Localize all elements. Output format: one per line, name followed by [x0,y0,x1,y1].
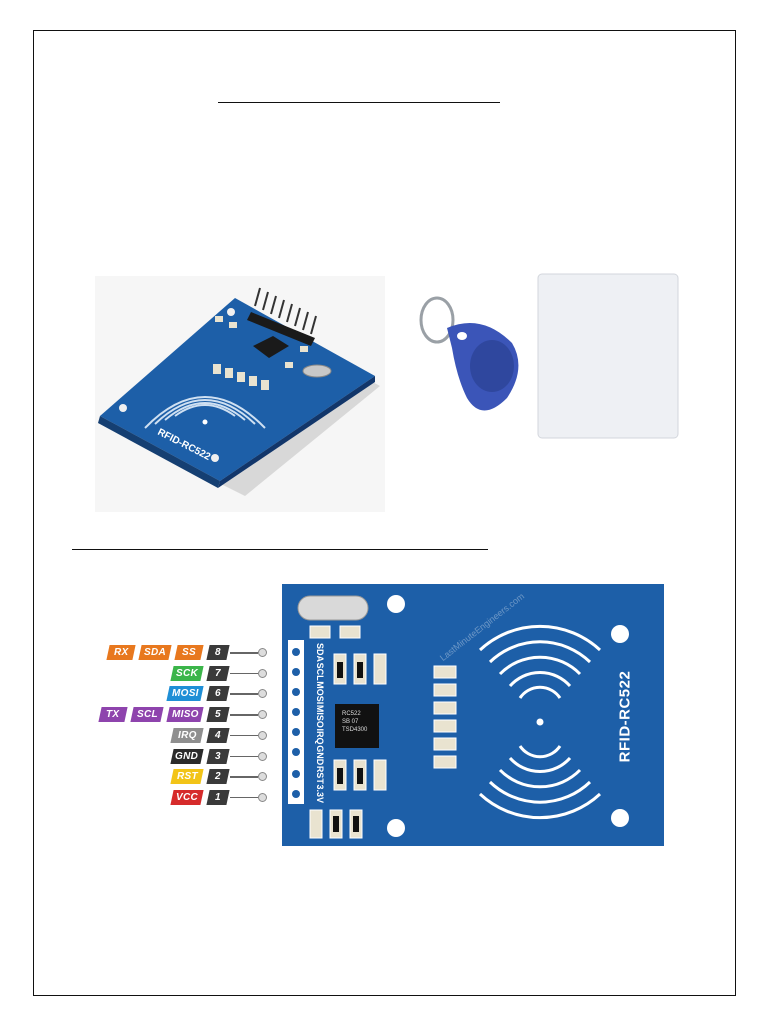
chip-text-line-3: TSD4300 [342,727,368,733]
pin-label-text: MOSI [171,688,199,700]
page-border [33,30,736,996]
pin-number-text: 7 [215,667,221,679]
pin-label-text: GND [175,750,199,762]
pin-label-text: VCC [175,791,198,803]
header-label-irq: IRQ [315,728,325,745]
pin-label-text: SCK [175,667,198,679]
pin-label-text: SDA [143,647,166,658]
pin-label-text: TX [106,709,120,721]
pin-label-miso: MISO [166,707,204,723]
pin-number-7: 7 [206,665,230,681]
pin-terminal [258,689,267,699]
pin-number-5: 5 [206,707,230,723]
pin-terminal [258,668,267,678]
pin-label-sck: SCK [170,665,204,681]
pin-terminal [258,792,267,802]
pin-label-irq: IRQ [170,727,204,743]
header-label-gnd: GND [315,745,325,766]
pin-number-text: 6 [215,688,221,700]
pin-lead-line [230,714,258,716]
pin-label-mosi: MOSI [166,686,204,702]
pin-label-ss: SS [174,645,204,660]
header-label-scl: SCL [315,662,325,681]
pin-label-text: IRQ [177,729,197,741]
pin-lead-line [230,652,258,654]
pin-number-3: 3 [206,748,230,764]
pin-terminal [258,710,267,720]
pin-lead-line [230,672,258,675]
pin-number-text: 2 [215,771,221,783]
chip-text-line-2: SB 07 [342,719,359,725]
pin-label-text: MISO [171,709,199,721]
header-label-mosi: MOSI [315,681,325,705]
pinout-diagram: RC522 SB 07 TSD4300 SDA SCL MOSI MISO IR… [98,582,666,848]
pin-number-6: 6 [206,686,230,702]
header-label-rst: RST [315,765,325,784]
key-fob-tag [412,288,530,428]
rc522-module-photo: RFID-RC522 [95,276,385,512]
pin-label-text: RST [176,771,198,783]
header-label-3v3: 3.3V [315,784,325,803]
pin-lead-line [230,693,258,695]
pin-label-scl: SCL [130,707,164,723]
pin-lead-line [230,755,258,757]
chip-text-line-1: RC522 [342,711,361,717]
rfid-card [537,273,679,439]
pin-number-8: 8 [206,645,230,660]
chip-marking: RC522 SB 07 TSD4300 [342,710,367,734]
header-label-sda: SDA [315,643,325,663]
pin-label-text: SCL [136,709,158,721]
pin-label-gnd: GND [170,748,204,764]
header-pin-labels: SDA SCL MOSI MISO IRQ GND RST 3.3V [314,643,326,804]
pin-lead-line [230,796,258,799]
pin-label-rx: RX [106,645,136,660]
pin-label-tx: TX [98,707,128,723]
pin-number-2: 2 [206,769,230,785]
pin-terminal [258,772,267,782]
pin-number-text: 8 [215,647,221,658]
pin-terminal [258,751,267,761]
pin-number-text: 3 [215,750,221,762]
pin-number-1: 1 [206,789,230,805]
board-label: RFID-RC522 [616,670,634,763]
pin-number-4: 4 [206,727,230,743]
pin-label-sda: SDA [138,645,172,660]
pin-terminal [258,648,267,657]
pin-terminal [258,730,267,740]
pin-number-text: 4 [215,729,221,741]
pin-lead-line [230,776,258,778]
header-label-miso: MISO [315,704,325,728]
pin-label-rst: RST [170,769,204,785]
pin-number-text: 5 [215,709,221,721]
pin-label-vcc: VCC [170,789,204,805]
title-rule-1 [218,102,500,103]
section-rule-2 [72,549,488,550]
pin-number-text: 1 [215,791,221,803]
pin-lead-line [230,734,258,737]
pin-label-text: SS [182,647,196,658]
pin-label-text: RX [113,647,129,658]
